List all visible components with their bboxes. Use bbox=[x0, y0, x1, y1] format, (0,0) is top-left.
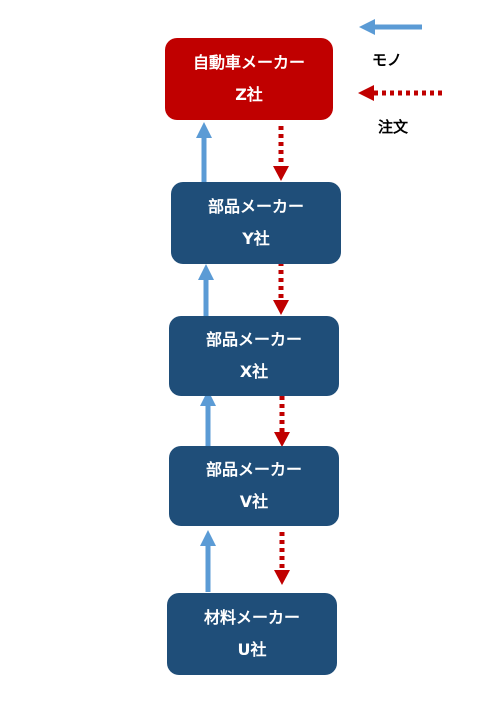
legend-order-label: 注文 bbox=[378, 118, 409, 136]
goods-arrow-u-to-v bbox=[200, 530, 216, 592]
order-arrow-v-to-u bbox=[274, 532, 290, 585]
parts-maker-x-box: 部品メーカー X社 bbox=[169, 316, 339, 396]
parts-maker-x-name: X社 bbox=[239, 362, 269, 381]
parts-maker-y-name: Y社 bbox=[242, 229, 270, 248]
material-maker-u-name: U社 bbox=[237, 640, 267, 659]
automaker-z-box: 自動車メーカー Z社 bbox=[165, 38, 333, 120]
parts-maker-x-type: 部品メーカー bbox=[205, 330, 302, 349]
parts-maker-v-type: 部品メーカー bbox=[205, 460, 302, 479]
order-arrow-x-to-v bbox=[274, 396, 290, 447]
parts-maker-y-type: 部品メーカー bbox=[207, 197, 304, 216]
goods-arrow-y-to-z bbox=[196, 122, 212, 182]
goods-arrow-v-to-x bbox=[200, 390, 216, 446]
parts-maker-v-box: 部品メーカー V社 bbox=[169, 446, 339, 526]
automaker-z-type: 自動車メーカー bbox=[192, 53, 305, 72]
order-arrow-z-to-y bbox=[273, 126, 289, 181]
parts-maker-v-name: V社 bbox=[239, 492, 269, 511]
order-arrow-y-to-x bbox=[273, 262, 289, 315]
automaker-z-name: Z社 bbox=[235, 85, 263, 104]
parts-maker-y-box: 部品メーカー Y社 bbox=[171, 182, 341, 264]
legend-goods-label: モノ bbox=[372, 51, 403, 69]
goods-arrow-x-to-y bbox=[198, 264, 214, 316]
material-maker-u-box: 材料メーカー U社 bbox=[167, 593, 337, 675]
legend-goods-arrow bbox=[359, 19, 422, 35]
material-maker-u-type: 材料メーカー bbox=[203, 608, 300, 627]
legend-order-arrow bbox=[358, 85, 442, 101]
